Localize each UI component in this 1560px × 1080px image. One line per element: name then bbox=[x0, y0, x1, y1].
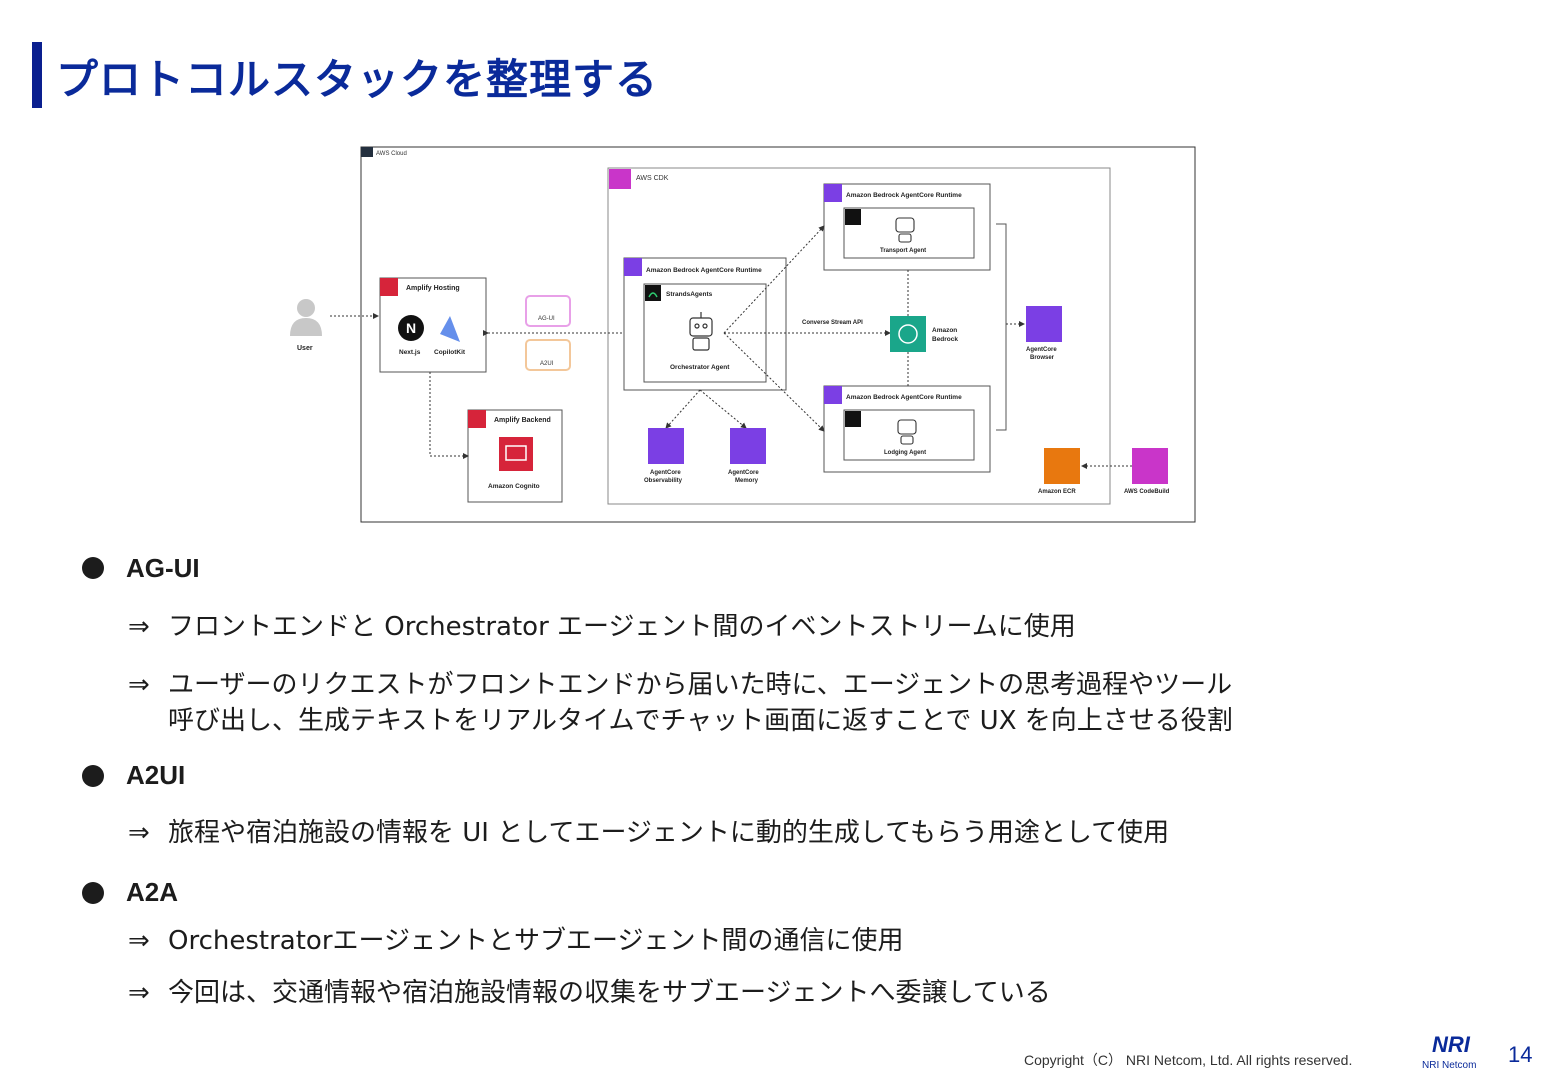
page-number: 14 bbox=[1508, 1042, 1533, 1067]
converse-api-label: Converse Stream API bbox=[802, 320, 863, 326]
bedrock-icon bbox=[890, 316, 926, 352]
aws-cdk-icon bbox=[609, 169, 631, 189]
observability-label-2: Observability bbox=[644, 478, 683, 484]
user-icon: User bbox=[290, 299, 322, 352]
ecr-icon bbox=[1044, 448, 1080, 484]
lodging-inner-box bbox=[843, 409, 975, 461]
orchestrator-agent-label: Orchestrator Agent bbox=[670, 364, 730, 371]
ag-ui-label: AG-UI bbox=[538, 316, 555, 322]
bullet-sub-item: ⇒ Orchestratorエージェントとサブエージェント間の通信に使用 bbox=[128, 920, 903, 957]
observability-icon bbox=[648, 428, 684, 464]
svg-text:N: N bbox=[406, 320, 416, 336]
transport-inner-box bbox=[843, 207, 975, 259]
aws-cdk-label: AWS CDK bbox=[636, 175, 669, 182]
copilotkit-icon bbox=[440, 316, 460, 342]
ag-ui-badge bbox=[525, 295, 571, 327]
sub-item-text: ユーザーのリクエストがフロントエンドから届いた時に、エージェントの思考過程やツー… bbox=[168, 670, 1233, 700]
bullet-heading: A2UI bbox=[126, 760, 186, 790]
transport-agent-label: Transport Agent bbox=[880, 248, 926, 254]
lodging-runtime-icon bbox=[824, 386, 842, 404]
aws-cloud-icon bbox=[361, 147, 373, 157]
user-to-hosting-arrow bbox=[330, 313, 379, 319]
sub-item-text: 旅程や宿泊施設の情報を UI としてエージェントに動的生成してもらう用途として使… bbox=[168, 818, 1170, 848]
transport-runtime-label: Amazon Bedrock AgentCore Runtime bbox=[846, 192, 962, 199]
memory-label-2: Memory bbox=[735, 478, 759, 484]
transport-runtime-icon bbox=[824, 184, 842, 202]
strands-label: StrandsAgents bbox=[666, 291, 713, 298]
memory-label-1: AgentCore bbox=[728, 470, 759, 476]
amplify-hosting-label: Amplify Hosting bbox=[406, 285, 460, 292]
codebuild-icon bbox=[1132, 448, 1168, 484]
copilotkit-label: CopilotKit bbox=[434, 349, 466, 356]
bedrock-label-1: Amazon bbox=[932, 327, 957, 334]
cognito-icon bbox=[499, 437, 533, 471]
svg-text:NRI: NRI bbox=[1432, 1032, 1471, 1057]
nextjs-label: Next.js bbox=[399, 349, 421, 356]
sub-item-text: 今回は、交通情報や宿泊施設情報の収集をサブエージェントへ委譲している bbox=[168, 978, 1051, 1008]
arrow-icon: ⇒ bbox=[128, 978, 150, 1008]
lodging-agent-label: Lodging Agent bbox=[884, 450, 926, 456]
lodging-runtime-label: Amazon Bedrock AgentCore Runtime bbox=[846, 394, 962, 401]
browser-label-2: Browser bbox=[1030, 355, 1055, 361]
architecture-diagram: AWS Cloud AWS CDK Amplify Hosting N Next… bbox=[360, 146, 1196, 523]
cognito-label: Amazon Cognito bbox=[488, 483, 540, 490]
user-label: User bbox=[297, 345, 313, 352]
bullet-heading: AG-UI bbox=[126, 553, 200, 583]
orchestrator-runtime-icon bbox=[624, 258, 642, 276]
bullet-sub-item: ⇒ 今回は、交通情報や宿泊施設情報の収集をサブエージェントへ委譲している bbox=[128, 972, 1051, 1009]
ecr-label: Amazon ECR bbox=[1038, 489, 1076, 495]
copyright: Copyright（C） NRI Netcom, Ltd. All rights… bbox=[1024, 1052, 1353, 1068]
transport-robot-icon bbox=[895, 217, 915, 243]
arrow-icon: ⇒ bbox=[128, 818, 150, 848]
memory-icon bbox=[730, 428, 766, 464]
bullet-sub-item: ⇒ ユーザーのリクエストがフロントエンドから届いた時に、エージェントの思考過程やツ… bbox=[128, 664, 1232, 701]
arrow-icon: ⇒ bbox=[128, 612, 150, 642]
a2ui-badge bbox=[525, 339, 571, 371]
transport-strands-icon bbox=[845, 209, 861, 225]
bullet-sub-item: ⇒ フロントエンドと Orchestrator エージェント間のイベントストリーム… bbox=[128, 606, 1076, 643]
aws-cloud-label: AWS Cloud bbox=[376, 151, 407, 157]
arrow-icon: ⇒ bbox=[128, 670, 150, 700]
browser-label-1: AgentCore bbox=[1026, 347, 1057, 353]
bullet-dot bbox=[82, 882, 104, 904]
nextjs-icon bbox=[398, 315, 424, 341]
title-accent-bar bbox=[32, 42, 42, 108]
agentcore-browser-icon bbox=[1026, 306, 1062, 342]
orchestrator-runtime-label: Amazon Bedrock AgentCore Runtime bbox=[646, 267, 762, 274]
arrow-icon: ⇒ bbox=[128, 926, 150, 956]
lodging-strands-icon bbox=[845, 411, 861, 427]
bullet-dot bbox=[82, 765, 104, 787]
svg-text:NRI Netcom: NRI Netcom bbox=[1422, 1060, 1476, 1071]
sub-item-text: フロントエンドと Orchestrator エージェント間のイベントストリームに… bbox=[168, 612, 1076, 642]
amplify-backend-icon bbox=[468, 410, 486, 428]
bullet-heading: A2A bbox=[126, 877, 179, 907]
lodging-robot-icon bbox=[897, 419, 917, 445]
sub-item-text: Orchestratorエージェントとサブエージェント間の通信に使用 bbox=[168, 926, 904, 956]
orchestrator-robot-icon bbox=[689, 312, 713, 351]
codebuild-label: AWS CodeBuild bbox=[1124, 489, 1170, 495]
slide-title: プロトコルスタックを整理する bbox=[56, 55, 659, 104]
amplify-hosting-icon bbox=[380, 278, 398, 296]
bullet-dot bbox=[82, 557, 104, 579]
sub-item-continuation: 呼び出し、生成テキストをリアルタイムでチャット画面に返すことで UX を向上させ… bbox=[168, 706, 1233, 736]
bedrock-label-2: Bedrock bbox=[932, 336, 958, 343]
observability-label-1: AgentCore bbox=[650, 470, 681, 476]
a2ui-label: A2UI bbox=[540, 361, 554, 367]
nri-logo: NRI NRI Netcom bbox=[1422, 1032, 1476, 1071]
amplify-backend-label: Amplify Backend bbox=[494, 417, 551, 424]
aws-cdk-frame bbox=[607, 167, 1111, 505]
bullet-sub-item: ⇒ 旅程や宿泊施設の情報を UI としてエージェントに動的生成してもらう用途として… bbox=[128, 812, 1169, 849]
